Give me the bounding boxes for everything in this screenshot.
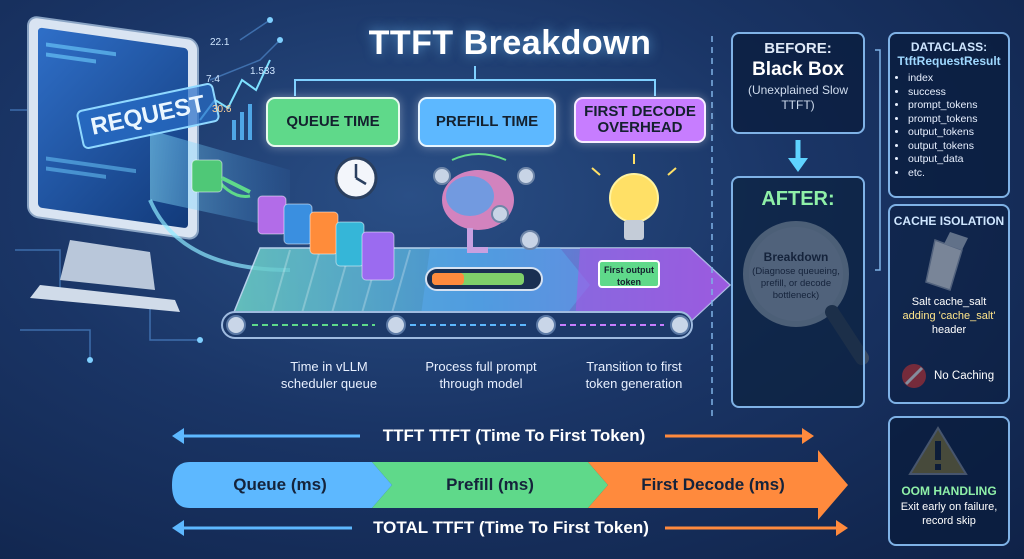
timeline-first-decode: First Decode (ms) [641,475,785,494]
field-item: prompt_tokens [908,113,1008,127]
dataclass-title: DATACLASS: [910,40,988,54]
stage-first-decode-overhead: FIRST DECODE OVERHEAD [574,97,706,143]
field-item: output_tokens [908,126,1008,140]
stage-queue-time: QUEUE TIME [266,97,400,147]
stage-prefill-desc: Process full prompt through model [425,359,537,391]
before-title: BEFORE: [764,40,832,57]
lens-title: Breakdown [763,250,829,264]
timeline-prefill: Prefill (ms) [446,475,534,494]
stage-prefill-time: PREFILL TIME [418,97,556,147]
field-item: prompt_tokens [908,99,1008,113]
lightbulb-icon [609,173,659,223]
cache-line-1: Salt cache_salt [911,296,987,308]
before-subtitle: Black Box [752,59,844,80]
field-item: output_tokens [908,140,1008,154]
after-title: AFTER: [761,188,835,210]
monitor-number-2: 7.4 [206,74,220,85]
cache-panel: CACHE ISOLATION [888,204,1010,404]
cache-line-2: adding 'cache_salt' [902,310,996,322]
timeline-top-label: TTFT TTFT (Time To First Token) [382,426,646,445]
dataclass-panel: DATACLASS: TtftRequestResult index succe… [888,32,1010,198]
before-note: (Unexplained Slow TTFT) [747,83,849,112]
cache-line-3: header [931,324,967,336]
oom-panel: OOM HANDLING Exit early on failure, reco… [888,416,1010,546]
dataclass-name: TtftRequestResult [897,54,1001,68]
timeline-queue: Queue (ms) [233,475,327,494]
stage-decode-desc: Transition to first token generation [585,359,683,391]
oom-title: OOM HANDLING [901,484,997,498]
before-panel: BEFORE: Black Box (Unexplained Slow TTFT… [731,32,865,134]
after-panel: AFTER: [731,176,865,408]
field-item: output_data [908,153,1008,167]
first-output-token: First output token [598,260,660,288]
dataclass-fields: index success prompt_tokens prompt_token… [890,72,1008,180]
field-item: etc. [908,167,1008,181]
stage-queue-desc: Time in vLLM scheduler queue [280,359,378,391]
no-caching-label: No Caching [934,370,995,382]
page-title: TTFT Breakdown [368,24,652,62]
field-item: index [908,72,1008,86]
timeline-bottom-label: TOTAL TTFT (Time To First Token) [373,518,649,537]
monitor-number-4: 30.6 [212,104,232,115]
lens-text: (Diagnose queueing, prefill, or decode b… [752,266,840,301]
monitor-number-1: 22.1 [210,37,230,48]
cache-title: CACHE ISOLATION [893,214,1005,228]
field-item: success [908,86,1008,100]
oom-text: Exit early on failure, record skip [900,501,998,527]
monitor-number-3: 1.533 [250,66,276,77]
